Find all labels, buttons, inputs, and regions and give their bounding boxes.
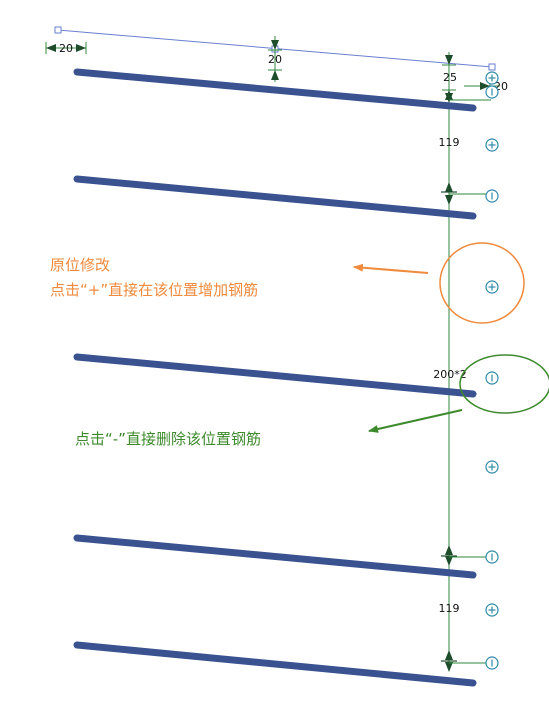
rebar-5[interactable] (73, 641, 477, 687)
spacing-middle-label: 200*2 (433, 368, 467, 381)
minus-circle-icon[interactable] (485, 656, 499, 670)
remove-callout: 点击“-”直接删除该位置钢筋 (75, 354, 549, 448)
spacing-dimension-line[interactable]: 119 200*2 119 (433, 93, 491, 672)
plus-circle-icon[interactable] (485, 71, 499, 85)
rebar-2[interactable] (73, 175, 477, 220)
plus-circle-icon[interactable] (485, 138, 499, 152)
minus-circle-icon[interactable] (485, 550, 499, 564)
add-arrow (353, 263, 429, 274)
plus-circle-icon[interactable] (485, 280, 499, 294)
spacing-bottom-label: 119 (439, 602, 460, 615)
add-note-line1: 原位修改 (50, 256, 110, 274)
rebar-3[interactable] (73, 353, 477, 398)
reference-grip-left[interactable] (54, 26, 62, 34)
dimension-middle-offset[interactable]: 20 (268, 36, 282, 82)
minus-circle-icon[interactable] (485, 371, 499, 385)
rebar-4[interactable] (73, 534, 477, 579)
remove-arrow (368, 409, 463, 433)
add-highlight-ellipse (439, 242, 525, 324)
dimension-left-offset-label: 20 (59, 42, 73, 55)
add-callout: 原位修改 点击“+”直接在该位置增加钢筋 (50, 242, 525, 324)
remove-highlight-ellipse (459, 354, 549, 414)
handle-column (485, 71, 499, 670)
dimension-middle-offset-label: 20 (268, 53, 282, 66)
rebar-1[interactable] (73, 68, 477, 112)
dimension-cover-top-label: 25 (443, 71, 457, 84)
dimension-cover-top[interactable]: 25 (442, 52, 457, 100)
minus-circle-icon[interactable] (485, 85, 499, 99)
add-note-line2: 点击“+”直接在该位置增加钢筋 (50, 281, 258, 299)
dimension-left-offset[interactable]: 20 (45, 42, 87, 55)
rebar-group (73, 68, 477, 687)
remove-note-line1: 点击“-”直接删除该位置钢筋 (75, 430, 261, 448)
plus-circle-icon[interactable] (485, 460, 499, 474)
minus-circle-icon[interactable] (485, 189, 499, 203)
plus-circle-icon[interactable] (485, 603, 499, 617)
spacing-top-label: 119 (439, 136, 460, 149)
reference-grip-right[interactable] (488, 63, 496, 71)
